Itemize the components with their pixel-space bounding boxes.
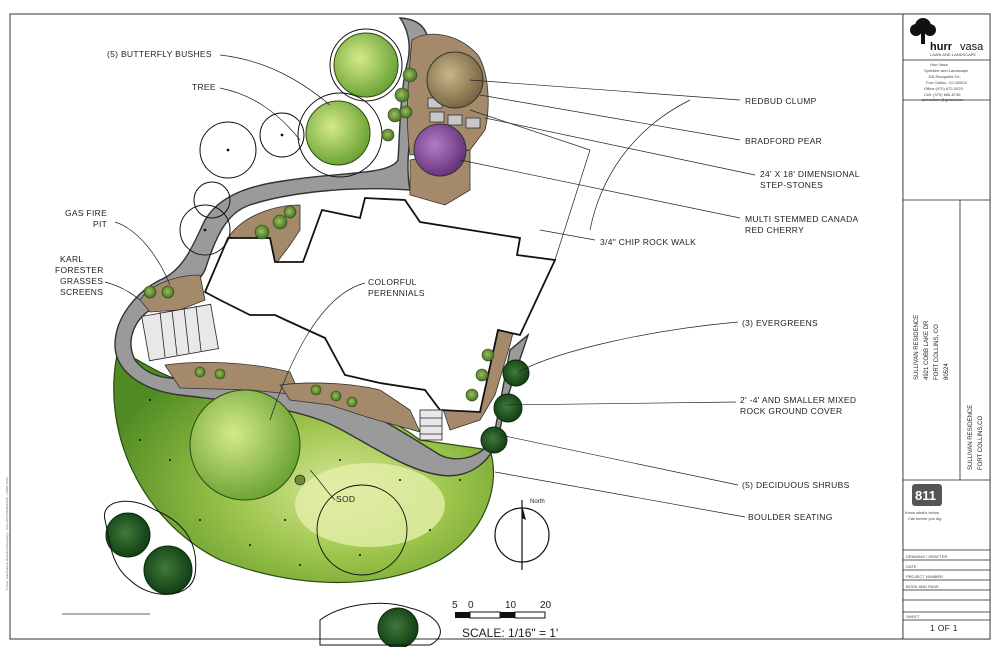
company-cell: Cell: (970) 666-8745: [924, 92, 961, 97]
company-office: Office:(970) 672-0023: [924, 86, 964, 91]
call-811-badge: 811 Know what's below. Call before you d…: [905, 484, 942, 521]
lower-bed-outline: [319, 602, 441, 646]
tb-row-project: PROJECT NUMBER: [906, 574, 943, 579]
badge-811-text: 811: [915, 488, 936, 503]
label-karl-2: FORESTER: [55, 265, 104, 275]
label-deciduous: (5) DECIDUOUS SHRUBS: [742, 480, 850, 490]
label-rock-cover-1: 2' -4' AND SMALLER MIXED: [740, 395, 856, 405]
existing-tree-outlines: [179, 28, 403, 256]
scale-tick-5: 5: [452, 600, 458, 611]
north-arrow: North: [494, 499, 550, 570]
label-perennials-1: COLORFUL: [368, 277, 417, 287]
tb-sheet-number: 1 OF 1: [930, 623, 958, 633]
label-karl-3: GRASSES: [60, 276, 103, 286]
left-leaders: [104, 54, 366, 501]
north-label: North: [530, 499, 545, 505]
project-zip-vertical: 80524: [944, 363, 950, 380]
label-butterfly-bushes: (5) BUTTERFLY BUSHES: [107, 49, 212, 59]
project-city-vertical: FORT COLLINS, CO: [934, 324, 940, 380]
company-logo: hurr vasa LAWN AND LANDSCAPE: [910, 18, 984, 57]
company-name: Hurr Vasa: [930, 62, 948, 67]
left-labels: (5) BUTTERFLY BUSHES TREE GAS FIRE PIT K…: [55, 49, 425, 504]
project-city-vertical-2: FORT COLLINS,CO: [978, 416, 984, 470]
sod-circle: [316, 484, 408, 576]
label-gas-fire-2: PIT: [93, 219, 107, 229]
evergreens: [105, 359, 530, 647]
redbud-clump: [426, 51, 484, 109]
company-city: Fort Collins, CO 80524: [926, 80, 967, 85]
logo-hurr: hurr: [930, 41, 953, 53]
project-address-vertical: 4921 COBB LAKE DR: [924, 320, 930, 380]
label-cherry-1: MULTI STEMMED CANADA: [745, 214, 859, 224]
label-chip-rock: 3/4" CHIP ROCK WALK: [600, 237, 696, 247]
property-line: [589, 99, 691, 231]
scale-tick-0: 0: [468, 600, 474, 611]
small-shrubs: [143, 67, 495, 408]
tb-row-book: BOOK AND PAGE: [906, 584, 939, 589]
butterfly-bush-tree: [333, 32, 399, 98]
tb-row-drawing: DRAWING / DRAFTER: [906, 554, 948, 559]
project-name-vertical: SULLIVAN RESIDENCE: [914, 315, 920, 380]
company-email: jamesthurr@gmail.com: [921, 97, 964, 102]
tree-trunk-dots: [203, 133, 284, 232]
label-stepstones-1: 24' X 18' DIMENSIONAL: [760, 169, 860, 179]
label-karl-1: KARL: [60, 254, 83, 264]
label-boulder: BOULDER SEATING: [748, 512, 833, 522]
title-block: hurr vasa LAWN AND LANDSCAPE Hurr Vasa S…: [902, 13, 991, 640]
shade-tree: [305, 100, 371, 166]
scale-tick-20: 20: [540, 600, 552, 611]
label-tree: TREE: [192, 82, 216, 92]
label-karl-4: SCREENS: [60, 287, 103, 297]
scale-bar: 5 0 10 20 SCALE: 1/16" = 1': [452, 600, 558, 640]
lawn-stipple: [139, 399, 461, 566]
tb-row-date: DATE: [906, 564, 917, 569]
logo-tagline: LAWN AND LANDSCAPE: [930, 52, 976, 57]
right-leaders: [459, 79, 756, 518]
right-labels: REDBUD CLUMP BRADFORD PEAR 24' X 18' DIM…: [600, 96, 860, 522]
sod-area: [295, 463, 445, 547]
label-rock-cover-2: ROCK GROUND COVER: [740, 406, 842, 416]
company-services: Sprinkler and Landscape: [924, 68, 969, 73]
label-bradford: BRADFORD PEAR: [745, 136, 822, 146]
project-name-vertical-2: SULLIVAN RESIDENCE: [968, 405, 974, 470]
tb-sheet-label: SHEET: [906, 614, 920, 619]
label-stepstones-2: STEP-STONES: [760, 180, 823, 190]
label-perennials-2: PERENNIALS: [368, 288, 425, 298]
house-footprint: [203, 197, 557, 413]
label-sod: SOD: [336, 494, 355, 504]
label-cherry-2: RED CHERRY: [745, 225, 804, 235]
label-evergreens: (3) EVERGREENS: [742, 318, 818, 328]
company-address: 118 Racquette Dr.,: [928, 74, 961, 79]
badge-call: Call before you dig.: [908, 516, 942, 521]
file-path-text: P:\Hurr Vasa\Sullivan Residence\Drawing …: [5, 477, 9, 590]
step-stones: [427, 97, 481, 129]
outer-bed-outline: [104, 500, 197, 595]
entry-steps: [141, 303, 443, 441]
perennial-tree-canopy: [189, 389, 301, 501]
logo-vasa: vasa: [960, 41, 984, 53]
label-redbud: REDBUD CLUMP: [745, 96, 817, 106]
label-gas-fire-1: GAS FIRE: [65, 208, 107, 218]
scale-label: SCALE: 1/16" = 1': [462, 626, 558, 640]
scale-tick-10: 10: [505, 600, 517, 611]
badge-know-what: Know what's below.: [905, 510, 940, 515]
canada-red-cherry: [413, 123, 467, 177]
